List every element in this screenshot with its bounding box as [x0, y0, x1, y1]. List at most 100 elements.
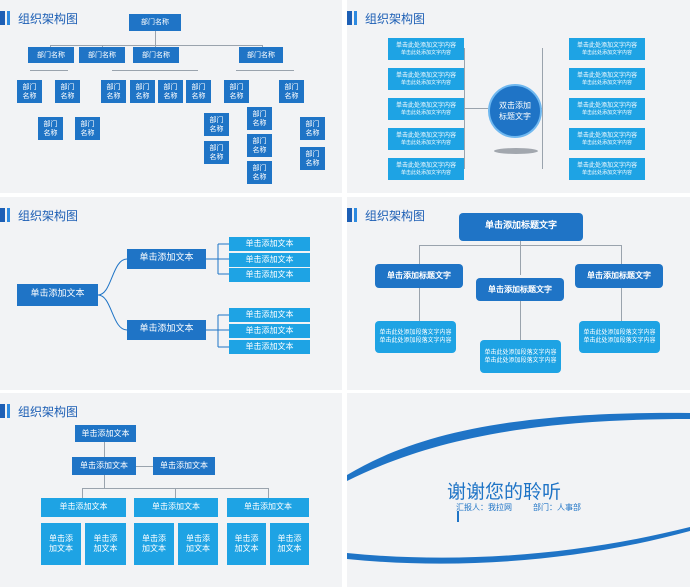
- text-item-box[interactable]: 单击此处添加文字内容单击此处添加文字内容: [388, 128, 464, 150]
- slide-3-tree[interactable]: 组织架构图 单击添加文本 单击添加文本 单击添加文本 单击添加文本 单击添加文本…: [0, 197, 342, 390]
- connector-line: [520, 301, 521, 341]
- slide-title-text: 组织架构图: [18, 404, 79, 419]
- sub-node[interactable]: 部门 名称: [17, 80, 42, 103]
- sub-node[interactable]: 部门 名称: [158, 80, 183, 103]
- sub-node[interactable]: 部门 名称: [224, 80, 249, 103]
- text-item-box[interactable]: 单击此处添加文字内容单击此处添加文字内容: [388, 158, 464, 180]
- dept-node[interactable]: 部门名称: [239, 47, 283, 63]
- sub-node[interactable]: 部门 名称: [204, 141, 229, 164]
- title-accent-bar: [0, 404, 5, 418]
- title-accent-bar: [347, 208, 352, 222]
- title-accent-bar: [347, 11, 352, 25]
- item-line: 单击此处添加文字内容: [395, 41, 456, 49]
- group-node[interactable]: 单击添加文本: [134, 498, 218, 517]
- slide-2-radial[interactable]: 组织架构图 单击此处添加文字内容单击此处添加文字内容单击此处添加文字内容单击此处…: [347, 0, 690, 193]
- dept-node[interactable]: 部门名称: [79, 47, 125, 63]
- leaf-cell[interactable]: 单击添 加文本: [134, 523, 174, 565]
- sub-node[interactable]: 部门 名称: [101, 80, 126, 103]
- group-node[interactable]: 单击添加文本: [41, 498, 126, 517]
- desc-box[interactable]: 单击此处添加段落文字内容 单击此处添加段落文字内容: [579, 321, 660, 353]
- item-line: 单击此处添加文字内容: [576, 131, 637, 139]
- sub-node[interactable]: 部门 名称: [300, 147, 325, 170]
- sub-node[interactable]: 部门 名称: [204, 113, 229, 136]
- sub-node[interactable]: 部门 名称: [247, 161, 272, 184]
- slide-5-org-tree[interactable]: 组织架构图 单击添加文本 单击添加文本 单击添加文本 单击添加文本 单击添加文本…: [0, 393, 342, 587]
- leaf-cell[interactable]: 单击添 加文本: [178, 523, 218, 565]
- slide-1-org-chart[interactable]: 组织架构图 部门名称 部门名称 部门名称 部门名称 部门名称 部门 名称 部门 …: [0, 0, 342, 193]
- group-node[interactable]: 单击添加文本: [227, 498, 309, 517]
- leaf-cell[interactable]: 单击添 加文本: [270, 523, 309, 565]
- connector-line: [136, 466, 153, 467]
- slide-6-thanks[interactable]: 谢谢您的聆听 汇报人：我拉网 部门：人事部: [347, 393, 690, 587]
- mid-node[interactable]: 单击添加文本: [127, 320, 206, 340]
- leaf-cell[interactable]: 单击添 加文本: [41, 523, 81, 565]
- slide-title: 组织架构图: [0, 403, 78, 419]
- mid-node-center[interactable]: 单击添加标题文字: [476, 278, 564, 301]
- item-line: 单击此处添加文字内容: [576, 71, 637, 79]
- circle-shadow: [494, 148, 538, 154]
- item-line: 单击此处添加文字内容: [400, 79, 451, 86]
- leaf-node[interactable]: 单击添加文本: [229, 340, 310, 354]
- thanks-text: 谢谢您的聆听: [447, 481, 562, 503]
- slide-4-hierarchy[interactable]: 组织架构图 单击添加标题文字 单击添加标题文字 单击添加标题文字 单击添加标题文…: [347, 197, 690, 390]
- mid-node-left[interactable]: 单击添加标题文字: [375, 264, 463, 288]
- item-line: 单击此处添加文字内容: [576, 161, 637, 169]
- sub-node[interactable]: 部门 名称: [38, 117, 63, 140]
- leaf-node[interactable]: 单击添加文本: [229, 237, 310, 251]
- top-node[interactable]: 单击添加标题文字: [459, 213, 583, 241]
- department-text: 部门：人事部: [533, 503, 581, 512]
- leaf-node[interactable]: 单击添加文本: [229, 253, 310, 267]
- item-line: 单击此处添加文字内容: [576, 41, 637, 49]
- sub-node[interactable]: 部门 名称: [279, 80, 304, 103]
- connector-line: [621, 288, 622, 322]
- leaf-cell[interactable]: 单击添 加文本: [227, 523, 266, 565]
- text-item-box[interactable]: 单击此处添加文字内容单击此处添加文字内容: [569, 128, 645, 150]
- mid-node-right[interactable]: 单击添加标题文字: [575, 264, 663, 288]
- sub-node[interactable]: 部门 名称: [55, 80, 80, 103]
- leaf-node[interactable]: 单击添加文本: [229, 268, 310, 282]
- desc-box[interactable]: 单击此处添加段落文字内容 单击此处添加段落文字内容: [375, 321, 456, 353]
- leaf-cell[interactable]: 单击添 加文本: [85, 523, 126, 565]
- text-item-box[interactable]: 单击此处添加文字内容单击此处添加文字内容: [388, 68, 464, 90]
- text-item-box[interactable]: 单击此处添加文字内容单击此处添加文字内容: [388, 38, 464, 60]
- slide-title-text: 组织架构图: [18, 11, 79, 26]
- title-accent-bar: [0, 208, 5, 222]
- sub-node[interactable]: 部门 名称: [186, 80, 211, 103]
- text-item-box[interactable]: 单击此处添加文字内容单击此处添加文字内容: [569, 38, 645, 60]
- side-node[interactable]: 单击添加文本: [153, 457, 215, 475]
- sub-node[interactable]: 部门 名称: [247, 107, 272, 130]
- sub-node[interactable]: 部门 名称: [300, 117, 325, 140]
- sub-node[interactable]: 部门 名称: [247, 134, 272, 157]
- dept-node[interactable]: 部门名称: [133, 47, 179, 63]
- connector-line: [175, 488, 176, 498]
- item-line: 单击此处添加文字内容: [395, 101, 456, 109]
- leaf-node[interactable]: 单击添加文本: [229, 308, 310, 322]
- text-item-box[interactable]: 单击此处添加文字内容单击此处添加文字内容: [569, 68, 645, 90]
- leaf-node[interactable]: 单击添加文本: [229, 324, 310, 338]
- top-node[interactable]: 单击添加文本: [75, 425, 136, 442]
- mid-node[interactable]: 单击添加文本: [127, 249, 206, 269]
- sub-node[interactable]: 部门 名称: [130, 80, 155, 103]
- center-circle[interactable]: 双击添加 标题文字: [488, 84, 542, 138]
- dept-node[interactable]: 部门名称: [28, 47, 74, 63]
- text-item-box[interactable]: 单击此处添加文字内容单击此处添加文字内容: [388, 98, 464, 120]
- title-accent-bar: [354, 11, 357, 25]
- title-accent-bar: [354, 208, 357, 222]
- text-item-box[interactable]: 单击此处添加文字内容单击此处添加文字内容: [569, 158, 645, 180]
- root-node[interactable]: 部门名称: [129, 14, 181, 31]
- mid-node[interactable]: 单击添加文本: [72, 457, 136, 475]
- sub-node[interactable]: 部门 名称: [75, 117, 100, 140]
- slide-title: 组织架构图: [0, 207, 78, 223]
- root-node[interactable]: 单击添加文本: [17, 284, 98, 306]
- connector-line: [104, 475, 105, 488]
- center-title: 双击添加 标题文字: [499, 100, 531, 121]
- item-line: 单击此处添加文字内容: [581, 109, 632, 116]
- connector-line: [419, 288, 420, 322]
- item-line: 单击此处添加文字内容: [581, 139, 632, 146]
- slide-title: 组织架构图: [347, 10, 425, 26]
- text-item-box[interactable]: 单击此处添加文字内容单击此处添加文字内容: [569, 98, 645, 120]
- title-accent-bar: [7, 11, 10, 25]
- item-line: 单击此处添加文字内容: [400, 169, 451, 176]
- connector-line: [621, 245, 622, 264]
- desc-box[interactable]: 单击此处添加段落文字内容 单击此处添加段落文字内容: [480, 340, 561, 373]
